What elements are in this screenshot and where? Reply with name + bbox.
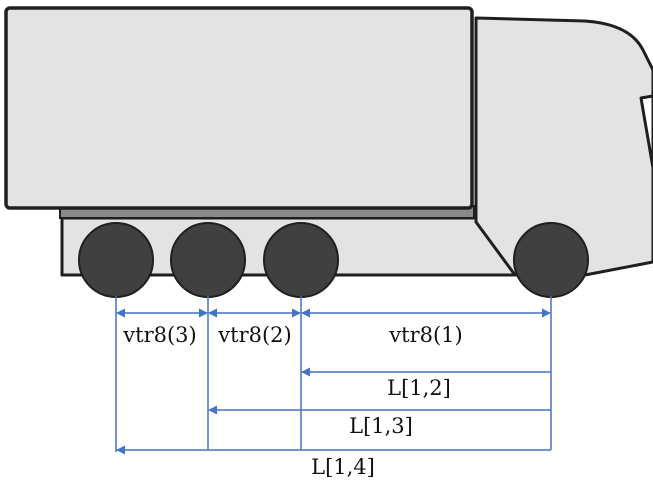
label-l12: L[1,2] xyxy=(387,376,451,400)
wheel-axle-1 xyxy=(513,222,589,298)
wheel-axle-3 xyxy=(170,222,246,298)
label-l14: L[1,4] xyxy=(311,455,375,479)
label-vtr8-3: vtr8(3) xyxy=(122,323,196,347)
wheel-axle-2 xyxy=(263,222,339,298)
label-l13: L[1,3] xyxy=(349,414,413,438)
cargo-box xyxy=(4,6,474,210)
wheel-axle-4 xyxy=(78,222,154,298)
cab-windshield xyxy=(639,94,653,170)
label-vtr8-2: vtr8(2) xyxy=(217,323,291,347)
label-vtr8-1: vtr8(1) xyxy=(388,323,462,347)
